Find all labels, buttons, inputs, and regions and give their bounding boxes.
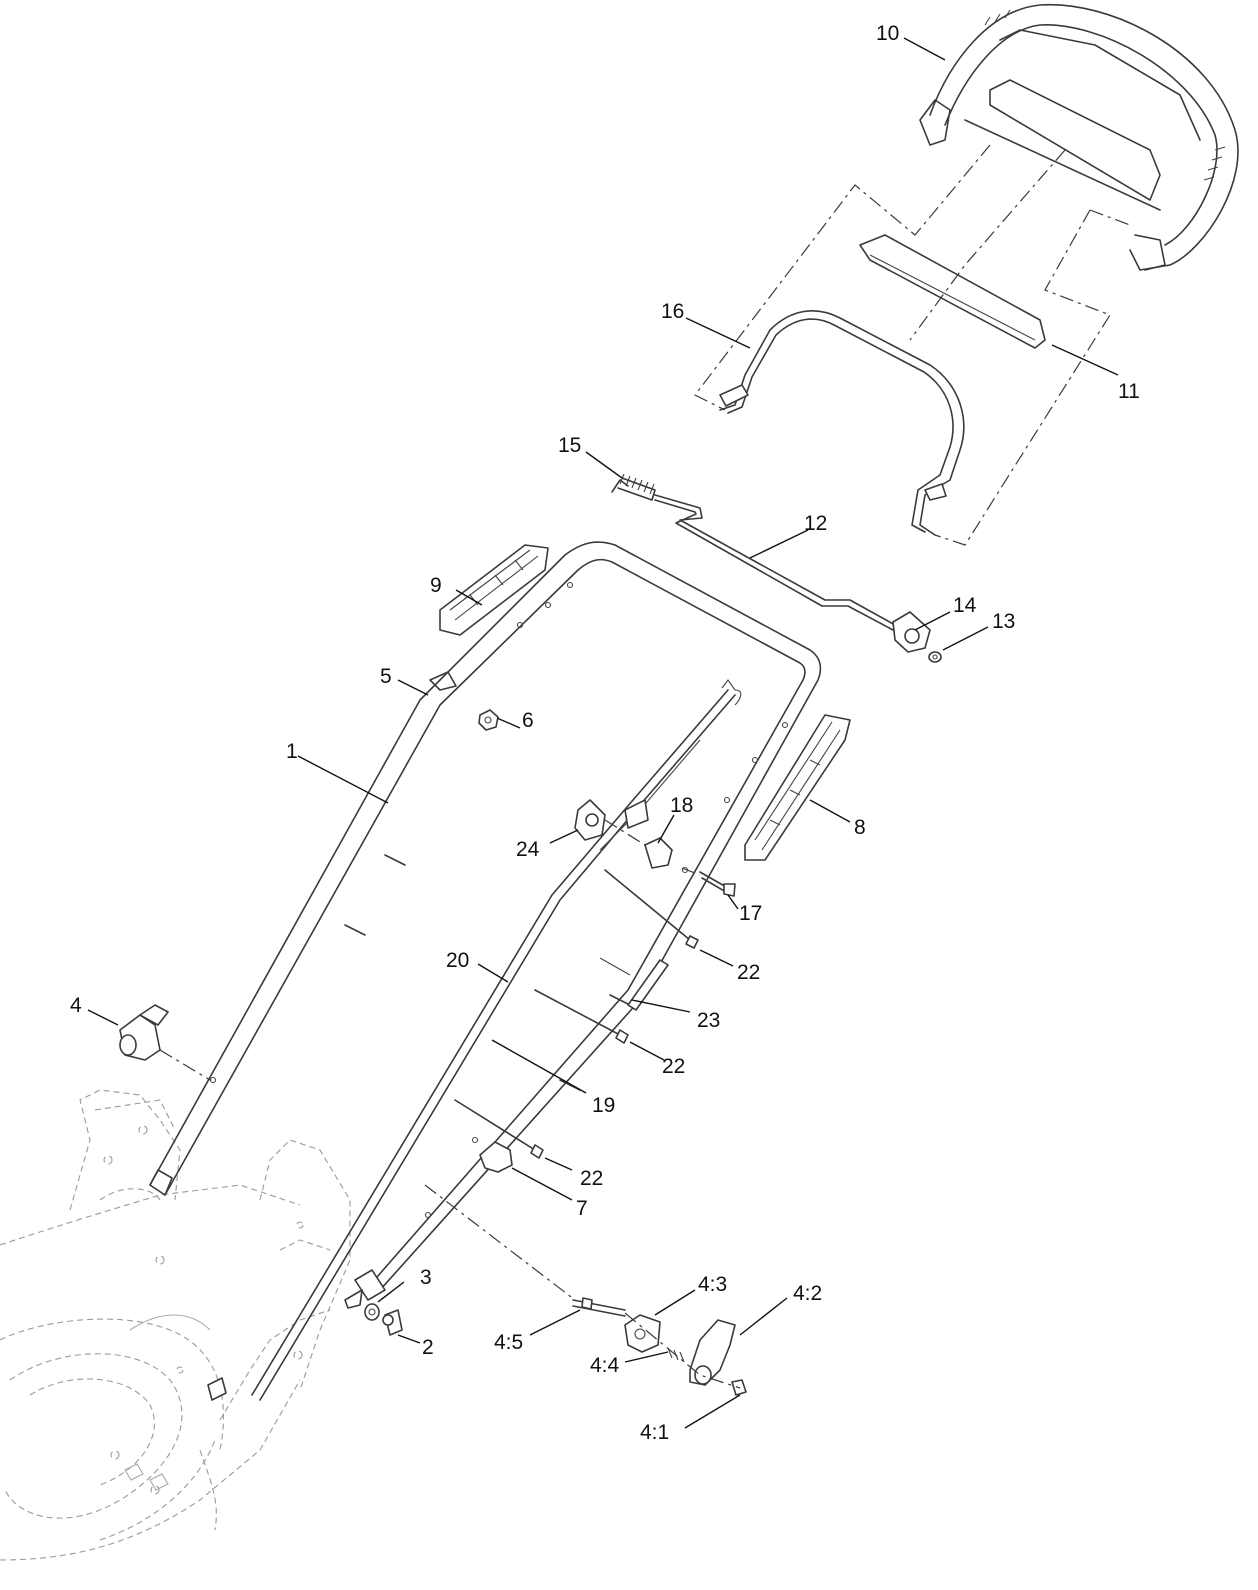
callout-23: 23	[697, 1009, 720, 1032]
part-12-rod	[654, 494, 896, 631]
part-14-bushing	[892, 611, 931, 653]
callout-6: 6	[522, 709, 534, 732]
callout-22-middle: 22	[662, 1055, 685, 1078]
part-2-screw	[382, 1309, 403, 1336]
callout-24: 24	[516, 838, 540, 861]
callout-7: 7	[576, 1197, 588, 1220]
callout-8: 8	[854, 816, 866, 839]
part-7-cable-guide	[479, 1141, 513, 1173]
part-10-handle-grip	[919, 3, 1239, 271]
mower-deck-ghost	[0, 1089, 351, 1561]
callout-13: 13	[992, 610, 1015, 633]
assembly-guide-line-pin	[624, 1312, 741, 1389]
callout-10: 10	[876, 22, 899, 45]
leader-lines	[87, 37, 1119, 1429]
part-6-nut	[478, 709, 499, 731]
part-11-handle-bar	[859, 234, 1046, 349]
part-22-cable-tie-middle	[534, 989, 629, 1044]
part-22-cable-tie-lower	[454, 1099, 544, 1159]
callout-4: 4	[70, 994, 82, 1017]
callout-2: 2	[422, 1336, 434, 1359]
callout-17: 17	[739, 902, 762, 925]
part-4-2-lever	[689, 1319, 736, 1386]
part-4-height-adjuster	[119, 1004, 211, 1081]
part-4-3-bracket	[624, 1314, 661, 1353]
assembly-guide-line-lower	[424, 1184, 576, 1301]
main-handle-assembly	[149, 541, 822, 1309]
part-16-bail	[719, 310, 965, 536]
callout-18: 18	[670, 794, 693, 817]
assembly-guide-lines-top	[694, 144, 1131, 546]
callout-4-4: 4:4	[590, 1354, 620, 1377]
callout-20: 20	[446, 949, 469, 972]
callout-22-upper: 22	[737, 961, 760, 984]
part-17-bolt	[681, 867, 736, 897]
callout-1: 1	[286, 740, 298, 763]
part-15-spring	[611, 473, 656, 501]
callout-9: 9	[430, 574, 442, 597]
part-5-clip	[429, 671, 457, 691]
callout-11: 11	[1118, 380, 1140, 403]
control-cables	[207, 679, 742, 1401]
callout-16: 16	[661, 300, 684, 323]
callout-4-3: 4:3	[698, 1273, 727, 1296]
callout-4-5: 4:5	[494, 1331, 523, 1354]
callout-4-2: 4:2	[793, 1282, 822, 1305]
callout-22-lower: 22	[580, 1167, 603, 1190]
part-4-5-pin	[572, 1297, 626, 1317]
callout-15: 15	[558, 434, 581, 457]
part-18-bracket	[644, 837, 673, 869]
part-13-washer	[928, 651, 942, 663]
callout-3: 3	[420, 1266, 432, 1289]
part-8-cable-cover	[744, 714, 851, 861]
part-3-washer	[364, 1303, 380, 1321]
callout-5: 5	[380, 665, 392, 688]
callout-12: 12	[804, 512, 827, 535]
callout-labels: 10 16 11 15 12 9 14 13 5 6 1 8 18 24 17 …	[70, 22, 1140, 1444]
part-23-label	[599, 957, 669, 1011]
part-22-cable-tie-upper	[604, 869, 699, 949]
callout-14: 14	[953, 594, 977, 617]
callout-19: 19	[592, 1094, 615, 1117]
part-9-cable-cover	[439, 544, 549, 636]
callout-4-1: 4:1	[640, 1421, 669, 1444]
part-24-knob	[574, 799, 646, 846]
